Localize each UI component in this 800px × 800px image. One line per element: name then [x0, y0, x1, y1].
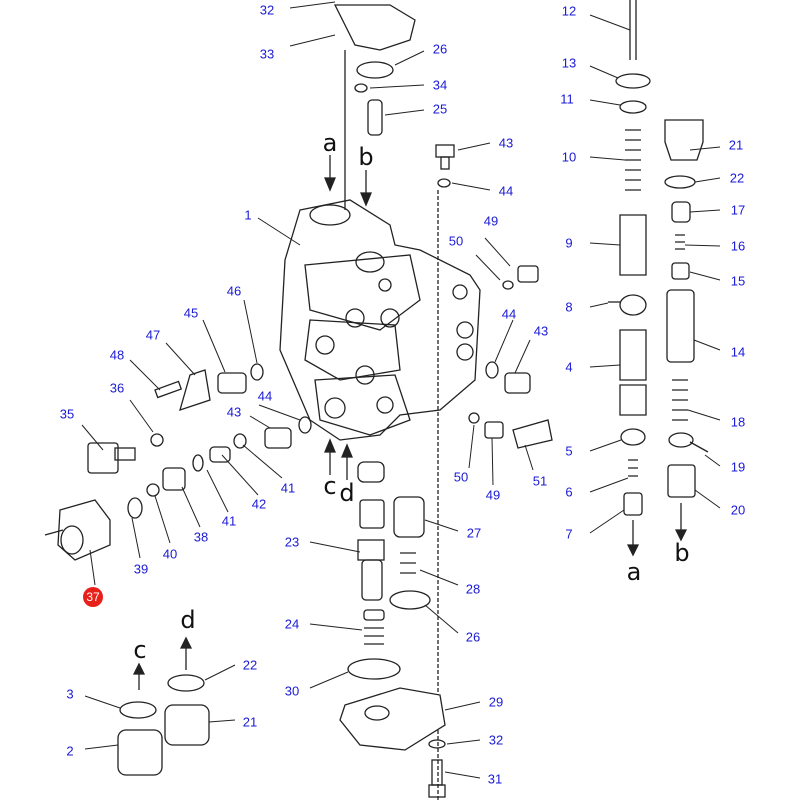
flow-letter-c: c	[133, 636, 147, 664]
part-label[interactable]: 5	[565, 443, 573, 459]
flow-letter-a: a	[626, 558, 642, 586]
part-label[interactable]: 43	[498, 135, 514, 151]
part-label[interactable]: 28	[465, 581, 481, 597]
part-label[interactable]: 49	[485, 487, 501, 503]
part-label[interactable]: 32	[259, 2, 275, 18]
flow-letter-b: b	[358, 143, 374, 171]
part-label[interactable]: 6	[565, 484, 573, 500]
part-label[interactable]: 45	[183, 305, 199, 321]
part-label[interactable]: 51	[532, 473, 548, 489]
flow-letter-d: d	[180, 606, 196, 634]
part-label[interactable]: 47	[145, 327, 161, 343]
part-label[interactable]: 39	[133, 561, 149, 577]
part-label[interactable]: 42	[251, 496, 267, 512]
part-label[interactable]: 43	[533, 323, 549, 339]
flow-letter-a: a	[322, 129, 338, 157]
part-label[interactable]: 12	[561, 3, 577, 19]
part-label[interactable]: 14	[730, 344, 746, 360]
part-label[interactable]: 23	[284, 534, 300, 550]
part-label[interactable]: 22	[242, 657, 258, 673]
part-label[interactable]: 33	[259, 46, 275, 62]
part-label[interactable]: 40	[162, 546, 178, 562]
highlighted-part-label[interactable]: 37	[83, 587, 103, 607]
flow-letter-d: d	[339, 479, 355, 507]
part-label[interactable]: 34	[432, 77, 448, 93]
spring-10	[625, 129, 641, 191]
part-label[interactable]: 38	[193, 529, 209, 545]
part-label[interactable]: 46	[226, 283, 242, 299]
part-label[interactable]: 11	[560, 91, 574, 107]
part-label[interactable]: 44	[498, 183, 514, 199]
part-label[interactable]: 49	[483, 213, 499, 229]
part-label[interactable]: 36	[109, 380, 125, 396]
part-label[interactable]: 27	[466, 525, 482, 541]
part-label[interactable]: 20	[730, 502, 746, 518]
part-label[interactable]: 15	[730, 273, 746, 289]
valve-body	[279, 199, 481, 441]
part-label[interactable]: 32	[488, 732, 504, 748]
part-label[interactable]: 25	[432, 101, 448, 117]
part-label[interactable]: 41	[221, 513, 237, 529]
part-label[interactable]: 3	[66, 686, 74, 702]
part-label[interactable]: 1	[244, 207, 252, 223]
part-label[interactable]: 10	[561, 149, 577, 165]
part-label[interactable]: 8	[565, 299, 573, 315]
part-label[interactable]: 48	[109, 347, 125, 363]
part-label[interactable]: 13	[561, 55, 577, 71]
part-label[interactable]: 35	[59, 406, 75, 422]
flow-letter-c: c	[323, 472, 337, 500]
part-label[interactable]: 21	[728, 137, 744, 153]
part-label[interactable]: 44	[501, 306, 517, 322]
flow-letter-b: b	[674, 539, 690, 567]
part-label[interactable]: 26	[465, 629, 481, 645]
part-label[interactable]: 17	[730, 202, 746, 218]
part-label[interactable]: 24	[284, 616, 300, 632]
part-label[interactable]: 44	[257, 388, 273, 404]
part-label[interactable]: 29	[488, 694, 504, 710]
part-label[interactable]: 21	[242, 714, 258, 730]
part-label[interactable]: 31	[487, 771, 503, 787]
part-label[interactable]: 9	[565, 235, 573, 251]
part-label[interactable]: 16	[730, 238, 746, 254]
part-label[interactable]: 7	[565, 526, 573, 542]
part-label[interactable]: 41	[280, 480, 296, 496]
part-label[interactable]: 43	[226, 404, 242, 420]
part-label[interactable]: 50	[453, 469, 469, 485]
part-label[interactable]: 4	[565, 359, 573, 375]
part-label[interactable]: 50	[448, 233, 464, 249]
part-label[interactable]: 19	[730, 459, 746, 475]
part-label[interactable]: 26	[432, 41, 448, 57]
part-label[interactable]: 30	[284, 683, 300, 699]
part-label[interactable]: 22	[729, 170, 745, 186]
part-label[interactable]: 2	[66, 743, 74, 759]
part-label[interactable]: 18	[730, 414, 746, 430]
